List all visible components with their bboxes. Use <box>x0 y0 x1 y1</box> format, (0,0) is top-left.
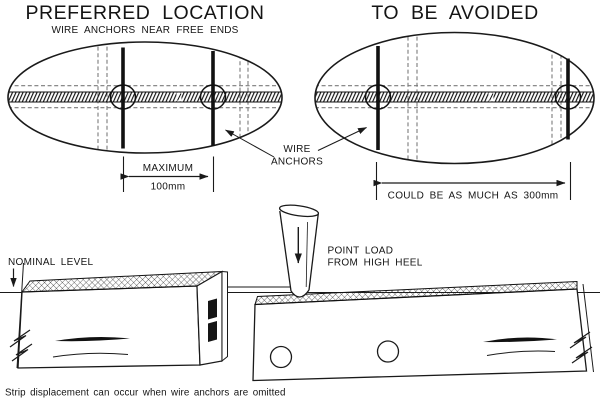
anchor-slot <box>208 321 217 342</box>
anchor-loop <box>364 84 392 110</box>
heel-right-edge <box>308 213 319 291</box>
preferred-panel: PREFERRED LOCATION WIRE ANCHORS NEAR FRE… <box>7 2 283 193</box>
board-break-line <box>582 283 594 373</box>
break-mark <box>11 343 33 362</box>
strip-joint-mark <box>489 93 494 101</box>
hatched-strip <box>315 91 594 103</box>
preferred-title: PREFERRED LOCATION <box>26 2 265 24</box>
heel-tip <box>290 289 310 298</box>
wire-anchors-label-line2: ANCHORS <box>271 157 323 168</box>
avoided-dimension: COULD BE AS MUCH AS 300mm <box>373 162 572 202</box>
left-floorboard <box>9 262 228 369</box>
break-mark <box>569 331 591 349</box>
board-front-face <box>252 288 588 382</box>
avoided-ellipse <box>314 31 595 165</box>
anchor-loop <box>199 84 227 110</box>
heel-contour-line <box>305 221 308 288</box>
strip-joint-mark <box>177 93 182 101</box>
preferred-ellipse <box>7 41 283 154</box>
point-load-label-line1: POINT LOAD <box>328 246 394 257</box>
board-end-edge <box>221 270 228 363</box>
anchor-loop <box>554 84 582 110</box>
dowel-hole <box>376 340 400 363</box>
wood-grain-mark <box>486 350 556 356</box>
displacement-figure: NOMINAL LEVEL <box>0 204 600 399</box>
board-break-line <box>16 262 24 369</box>
avoided-panel: TO BE AVOIDED COULD BE AS MUCH AS 300mm <box>314 2 595 202</box>
break-mark <box>9 329 31 348</box>
heel-top-rim <box>278 204 320 218</box>
avoided-title: TO BE AVOIDED <box>371 2 538 24</box>
wood-grain-mark <box>52 352 129 358</box>
dimension-label-300mm: COULD BE AS MUCH AS 300mm <box>388 191 559 202</box>
point-load-label-line2: FROM HIGH HEEL <box>328 258 423 269</box>
board-top-face-hatched <box>254 280 578 306</box>
high-heel <box>278 204 320 298</box>
preferred-subtitle: WIRE ANCHORS NEAR FREE ENDS <box>51 25 238 36</box>
leader-arrow-right <box>317 127 367 151</box>
avoided-ellipse-contents <box>315 32 594 164</box>
wire-anchors-label-line1: WIRE <box>283 144 310 155</box>
dimension-label-maximum: MAXIMUM <box>143 163 193 174</box>
anchor-slot <box>208 298 217 320</box>
wood-grain-mark <box>55 336 130 342</box>
nominal-level-label: NOMINAL LEVEL <box>8 257 94 268</box>
wire-anchors-label: WIRE ANCHORS <box>225 127 367 168</box>
heel-left-edge <box>279 210 292 292</box>
wood-grain-mark <box>483 337 557 343</box>
leader-arrow-left <box>225 129 275 158</box>
anchor-loop <box>109 84 137 110</box>
preferred-ellipse-contents <box>8 42 282 153</box>
dowel-hole <box>269 345 293 369</box>
hatched-strip <box>8 91 282 103</box>
figure-caption: Strip displacement can occur when wire a… <box>5 388 286 399</box>
board-front-face <box>17 285 201 369</box>
preferred-dimension: MAXIMUM 100mm <box>120 156 215 193</box>
dimension-label-100mm: 100mm <box>151 182 186 193</box>
heel-body-fill <box>279 206 319 298</box>
break-mark <box>571 346 593 364</box>
right-floorboard <box>252 280 594 382</box>
